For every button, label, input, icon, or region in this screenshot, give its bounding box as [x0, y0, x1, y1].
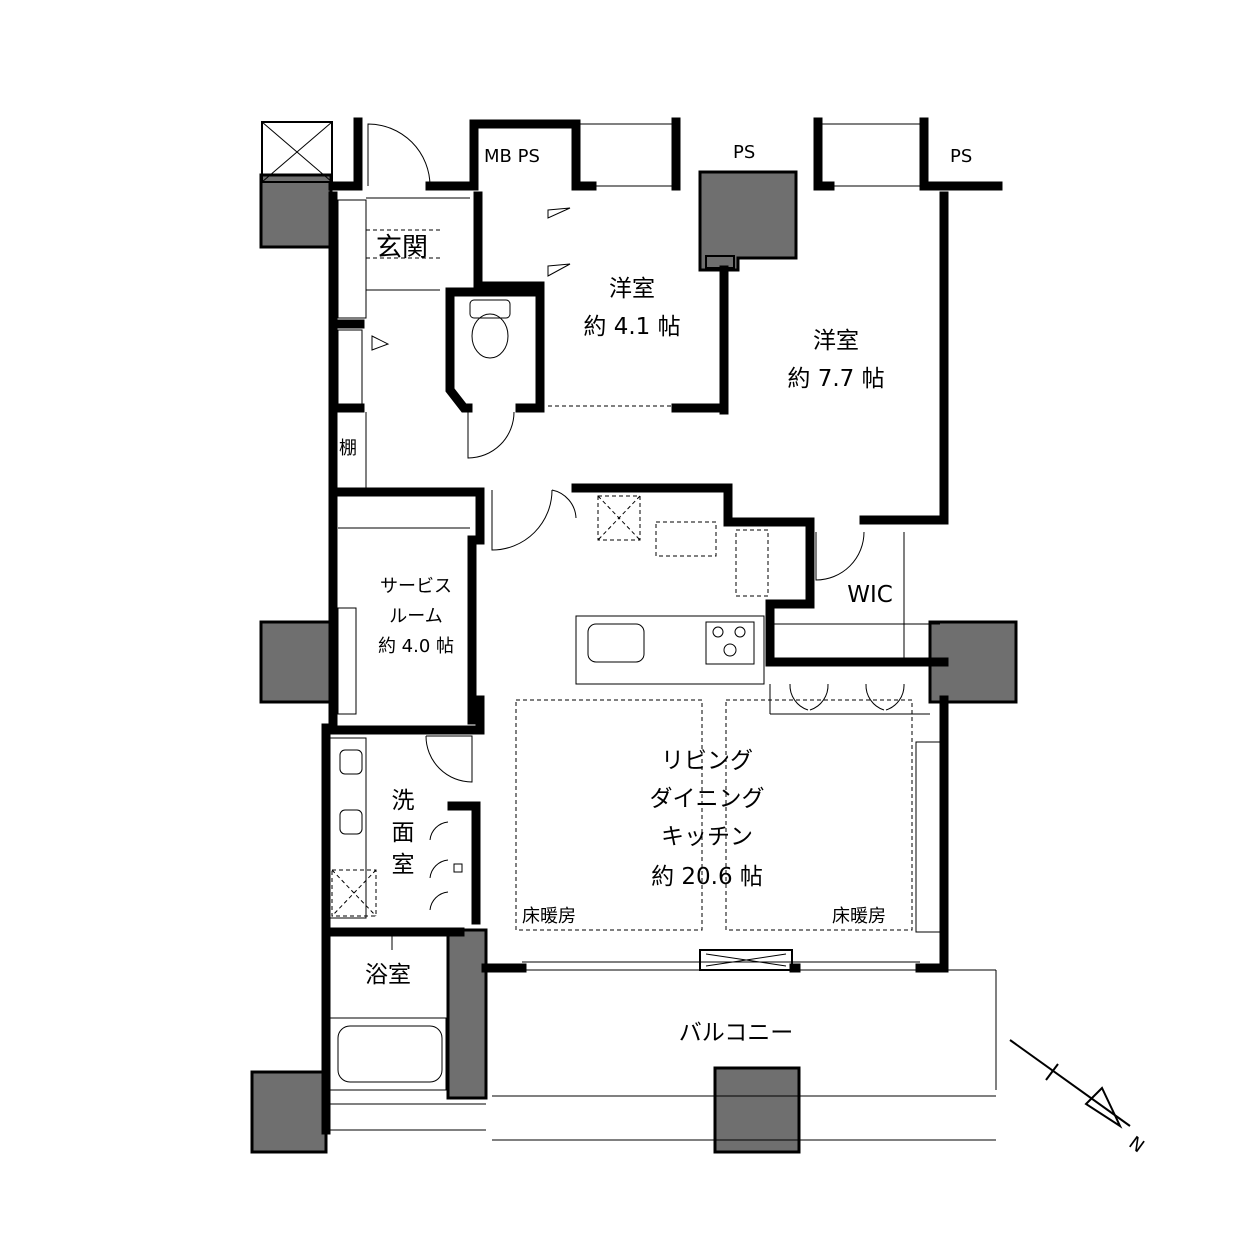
label-senmenshitsu-1: 洗 [392, 788, 415, 814]
label-ldk-3: キッチン [661, 824, 753, 850]
label-yokushitsu: 浴室 [365, 962, 411, 988]
label-yoshitsu-large: 洋室 [813, 328, 859, 354]
label-ldk-size: 約 20.6 帖 [651, 864, 763, 890]
compass: N [1009, 1039, 1148, 1157]
label-balcony: バルコニー [679, 1020, 794, 1046]
label-yoshitsu-small-size: 約 4.1 帖 [583, 314, 680, 340]
room-labels: 玄関 MB PS PS PS 洋室 約 4.1 帖 洋室 約 7.7 帖 棚 サ… [339, 142, 972, 1046]
label-ldk-1: リビング [661, 748, 753, 774]
label-floor-heating-right: 床暖房 [832, 906, 886, 927]
label-ps-right: PS [950, 146, 972, 167]
label-service-room-2: ルーム [389, 606, 442, 627]
label-ldk-2: ダイニング [650, 786, 765, 812]
label-genkan: 玄関 [376, 233, 428, 263]
details [261, 121, 997, 1141]
label-wic: WIC [847, 582, 893, 608]
label-ps-center: PS [733, 142, 755, 163]
label-floor-heating-left: 床暖房 [522, 906, 576, 927]
label-yoshitsu-large-size: 約 7.7 帖 [787, 366, 884, 392]
label-yoshitsu-small: 洋室 [609, 276, 655, 302]
compass-label: N [1125, 1132, 1148, 1157]
label-tana: 棚 [339, 438, 357, 459]
label-senmenshitsu-3: 室 [392, 852, 415, 878]
label-senmenshitsu-2: 面 [392, 820, 415, 846]
label-service-room-size: 約 4.0 帖 [378, 636, 454, 657]
walls [321, 117, 1003, 1135]
label-service-room-1: サービス [380, 576, 452, 597]
label-mbps: MB PS [484, 146, 540, 167]
